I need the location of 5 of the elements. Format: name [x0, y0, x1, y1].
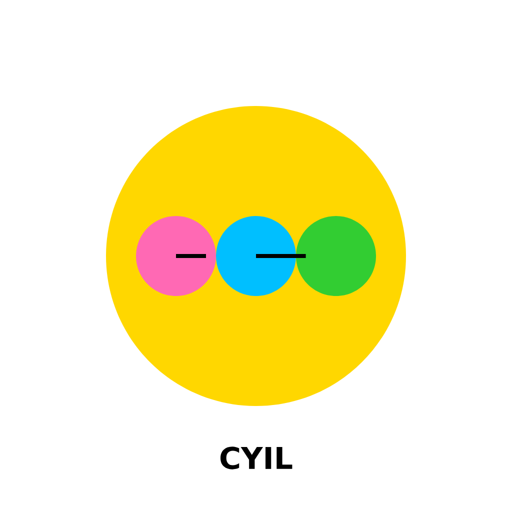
small-circle: [216, 216, 296, 296]
small-circle: [296, 216, 376, 296]
title: CYIL: [220, 446, 292, 470]
small-circle: [136, 216, 216, 296]
connector-line: [256, 254, 306, 258]
